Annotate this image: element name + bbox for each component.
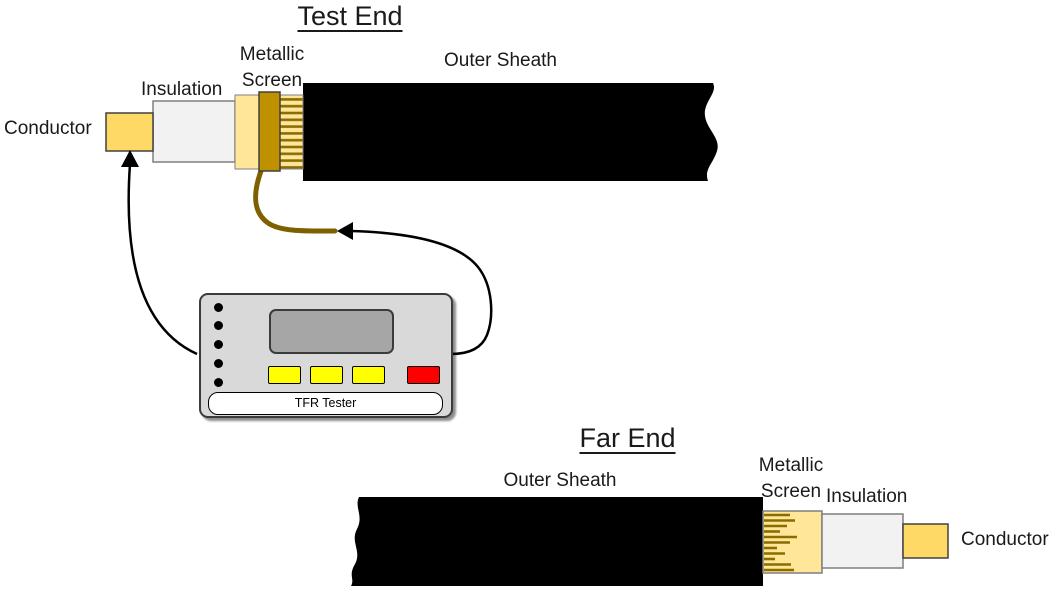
device-button-1 (268, 366, 301, 384)
conductor-lead-arrowhead (121, 150, 139, 167)
far-metallic-screen-label: Metallic Screen (741, 453, 841, 505)
far-insulation-shape (821, 513, 904, 569)
test-insulation-label: Insulation (141, 79, 223, 100)
device-button-3 (352, 366, 385, 384)
test-outer-sheath-shape (303, 83, 718, 181)
metallic-label-line1: Metallic (758, 455, 824, 476)
test-end-title: Test End (297, 1, 403, 31)
far-outer-sheath-label: Outer Sheath (503, 470, 617, 491)
metallic-label-line1: Metallic (239, 44, 305, 65)
test-screen-wires-shape (278, 94, 304, 170)
test-conductor-label: Conductor (4, 118, 92, 139)
device-button-red (407, 366, 440, 384)
device-nameplate: TFR Tester (208, 392, 443, 415)
test-insulation-shape (152, 100, 236, 163)
screen-lead-arrowhead (337, 222, 353, 240)
test-metallic-screen-label: Metallic Screen (222, 42, 322, 94)
screen-pigtail-wire (253, 168, 338, 234)
far-insulation-label: Insulation (826, 486, 908, 507)
test-outer-sheath-label: Outer Sheath (443, 50, 558, 71)
screen-test-lead-wire (350, 229, 493, 356)
device-dot-2 (214, 320, 223, 330)
metallic-label-line2: Screen (241, 70, 303, 91)
far-screen-wire-strands (764, 513, 797, 572)
device-dot-4 (214, 358, 223, 368)
far-conductor-shape (902, 523, 949, 559)
tfr-tester-device: TFR Tester (199, 293, 453, 418)
far-outer-sheath-shape (351, 497, 763, 586)
far-end-title: Far End (579, 423, 676, 453)
device-button-2 (310, 366, 343, 384)
conductor-test-lead-wire (127, 163, 198, 356)
device-dot-1 (214, 302, 223, 312)
metallic-label-line2: Screen (760, 481, 822, 502)
device-display-screen (269, 309, 394, 354)
test-screen-band-shape (258, 91, 281, 172)
device-dot-3 (214, 339, 223, 349)
test-metallic-screen-shape (234, 94, 262, 170)
test-conductor-shape (105, 112, 154, 152)
far-conductor-label: Conductor (961, 529, 1049, 550)
device-dot-5 (214, 377, 223, 387)
